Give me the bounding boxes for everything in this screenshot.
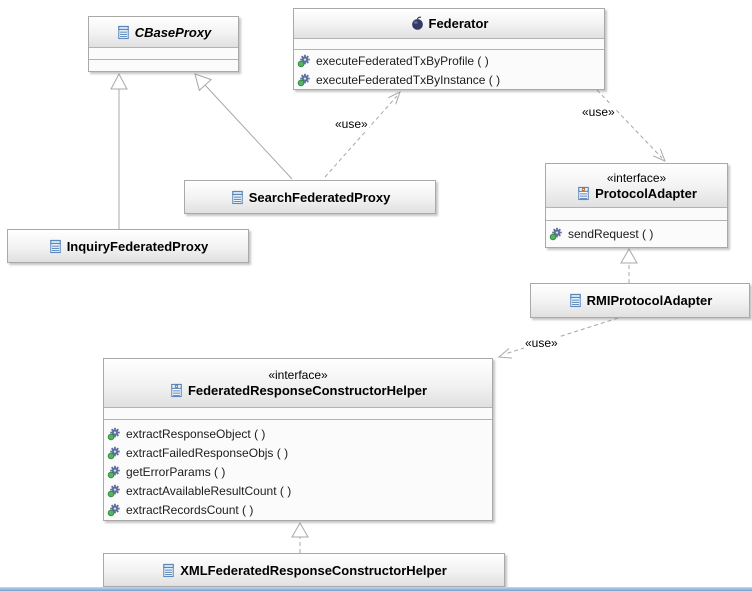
method-item[interactable]: extractAvailableResultCount ( ) <box>104 481 492 500</box>
method-label: executeFederatedTxByInstance ( ) <box>316 72 501 87</box>
class-name: Federator <box>428 16 489 31</box>
usage-federator-to-protocoladapter[interactable] <box>596 89 666 162</box>
interface-protocoladapter[interactable]: «interface» ProtocolAdapter sendRequest … <box>545 163 728 248</box>
public-method-icon <box>107 445 122 460</box>
class-name: CBaseProxy <box>134 24 212 40</box>
stereotype-label: «interface» <box>606 170 667 185</box>
interface-icon <box>169 383 184 398</box>
class-icon <box>161 563 176 578</box>
method-item[interactable]: getErrorParams ( ) <box>104 462 492 481</box>
operations-compartment <box>89 59 238 71</box>
use-label: «use» <box>334 117 369 132</box>
method-item[interactable]: extractRecordsCount ( ) <box>104 500 492 519</box>
method-item[interactable]: executeFederatedTxByProfile ( ) <box>294 51 604 70</box>
use-label: «use» <box>581 105 616 120</box>
class-icon <box>230 190 245 205</box>
generalization-inquiry-to-cbaseproxy[interactable] <box>110 72 128 229</box>
class-rmiprotocoladapter[interactable]: RMIProtocolAdapter <box>530 283 750 318</box>
public-method-icon <box>297 72 312 87</box>
operations-compartment: extractResponseObject ( ) extractFailedR… <box>104 419 492 520</box>
public-method-icon <box>107 502 122 517</box>
public-method-icon <box>107 464 122 479</box>
interface-name: FederatedResponseConstructorHelper <box>187 383 428 398</box>
federator-class-icon <box>410 16 425 31</box>
operations-compartment: sendRequest ( ) <box>546 220 727 247</box>
public-method-icon <box>297 53 312 68</box>
method-label: getErrorParams ( ) <box>126 464 226 479</box>
attributes-compartment <box>546 207 727 220</box>
interface-icon <box>576 186 591 201</box>
public-method-icon <box>107 426 122 441</box>
class-icon <box>568 293 583 308</box>
method-item[interactable]: extractResponseObject ( ) <box>104 424 492 443</box>
method-item[interactable]: executeFederatedTxByInstance ( ) <box>294 70 604 89</box>
attributes-compartment <box>294 38 604 49</box>
public-method-icon <box>107 483 122 498</box>
attributes-compartment <box>89 47 238 59</box>
class-cbaseproxy[interactable]: CBaseProxy <box>88 16 239 72</box>
method-label: extractResponseObject ( ) <box>126 426 266 441</box>
public-method-icon <box>549 226 564 241</box>
method-label: extractRecordsCount ( ) <box>126 502 254 517</box>
stereotype-label: «interface» <box>268 368 328 382</box>
usage-search-to-federator[interactable] <box>324 91 401 178</box>
use-label: «use» <box>524 336 559 351</box>
usage-rmi-to-helper[interactable] <box>497 317 619 359</box>
class-name: InquiryFederatedProxy <box>66 238 209 254</box>
class-name: SearchFederatedProxy <box>248 189 391 205</box>
operations-compartment: executeFederatedTxByProfile ( ) executeF… <box>294 49 604 89</box>
method-label: extractFailedResponseObjs ( ) <box>126 445 289 460</box>
interface-name: ProtocolAdapter <box>595 185 697 201</box>
method-label: extractAvailableResultCount ( ) <box>126 483 292 498</box>
method-item[interactable]: extractFailedResponseObjs ( ) <box>104 443 492 462</box>
class-icon <box>48 239 63 254</box>
method-label: executeFederatedTxByProfile ( ) <box>316 53 489 68</box>
class-inquiryfederatedproxy[interactable]: InquiryFederatedProxy <box>7 229 249 263</box>
class-name: RMIProtocolAdapter <box>586 293 713 308</box>
class-federator[interactable]: Federator executeFederatedTxByProfile ( … <box>293 8 605 90</box>
method-label: sendRequest ( ) <box>568 226 654 241</box>
realization-xml-to-helper[interactable] <box>291 521 309 553</box>
method-item[interactable]: sendRequest ( ) <box>546 224 727 243</box>
window-bottom-border <box>0 587 752 591</box>
class-icon <box>116 25 131 40</box>
realization-rmi-to-protocoladapter[interactable] <box>620 247 638 283</box>
class-xmlfederatedresponseconstructorhelper[interactable]: XMLFederatedResponseConstructorHelper <box>103 553 505 587</box>
class-name: XMLFederatedResponseConstructorHelper <box>180 562 447 578</box>
interface-federatedresponseconstructorhelper[interactable]: «interface» FederatedResponseConstructor… <box>103 358 493 521</box>
attributes-compartment <box>104 407 492 419</box>
generalization-search-to-cbaseproxy[interactable] <box>194 73 293 180</box>
class-searchfederatedproxy[interactable]: SearchFederatedProxy <box>184 180 436 214</box>
